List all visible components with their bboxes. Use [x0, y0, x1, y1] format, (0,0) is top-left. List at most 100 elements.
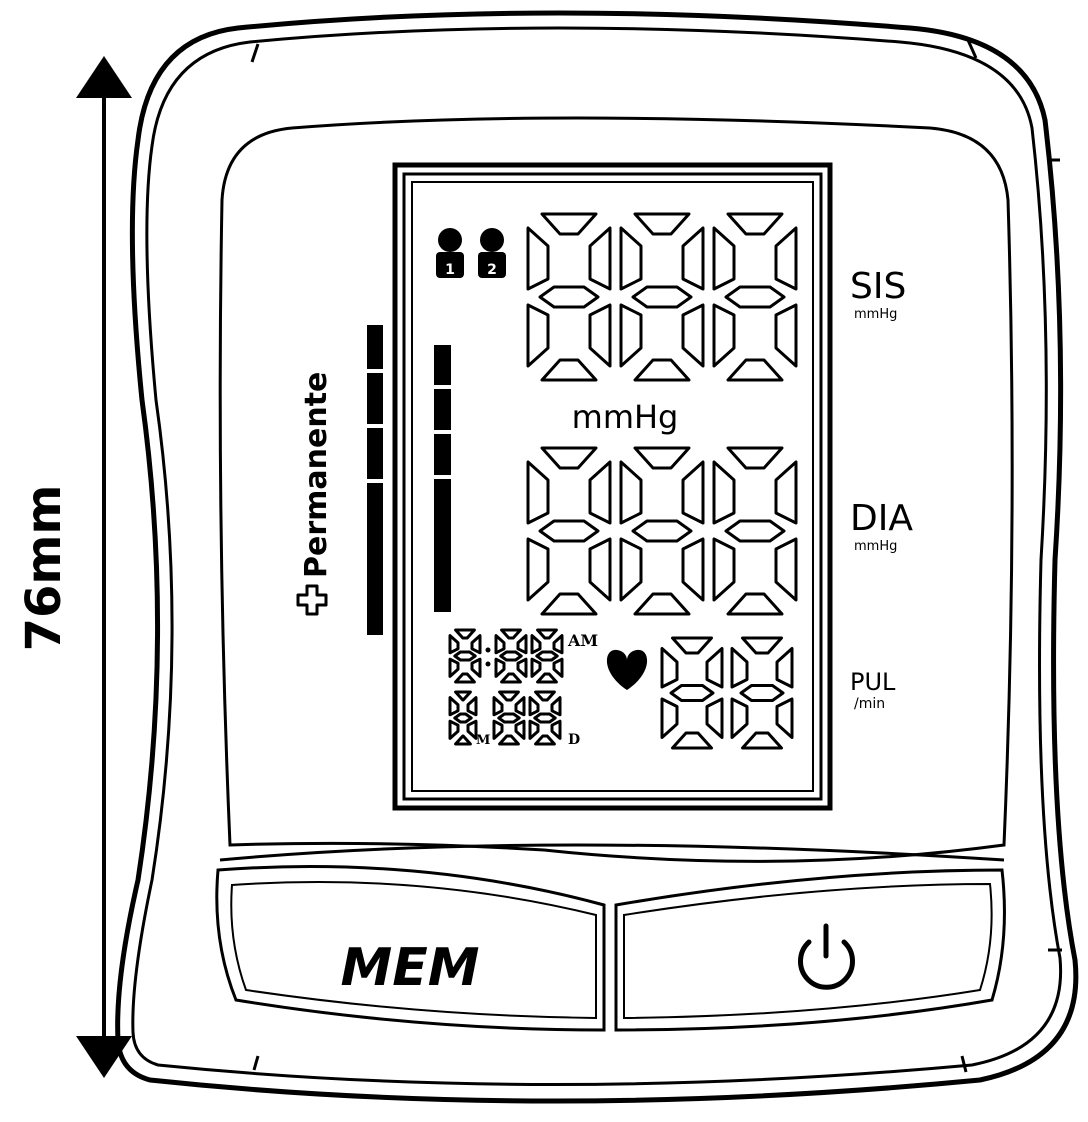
segment-c — [774, 537, 798, 602]
time-suffix: AM — [567, 631, 598, 650]
date-readout: M D — [448, 690, 580, 748]
lcd-bargraph — [434, 345, 451, 612]
dia-unit: mmHg — [854, 539, 897, 554]
segment-e — [712, 303, 736, 368]
seven-segment-digit — [712, 446, 798, 616]
segment-g — [497, 712, 521, 724]
seven-segment-digit — [526, 446, 612, 616]
segment-g — [453, 712, 473, 724]
segment-c — [550, 719, 562, 740]
segment-e — [492, 719, 504, 740]
segment-d — [454, 734, 472, 746]
segment-e — [619, 537, 643, 602]
pul-label: PUL — [850, 668, 896, 696]
segment-a — [633, 212, 691, 236]
dimension-indicator: 76mm — [16, 56, 132, 1078]
outer-bargraph — [367, 325, 383, 635]
user-icon — [478, 228, 506, 278]
systolic-readout — [526, 212, 798, 382]
segment-c — [775, 697, 794, 739]
mem-button[interactable]: MEM — [240, 890, 590, 1010]
segment-a — [540, 212, 598, 236]
segment-e — [730, 697, 749, 739]
segment-g — [538, 285, 600, 309]
segment-a — [540, 446, 598, 470]
segment-g — [724, 519, 786, 543]
segment-f — [660, 647, 679, 689]
segment-d — [454, 672, 476, 684]
time-colon-dot — [485, 661, 491, 667]
seven-segment-digit — [730, 636, 794, 750]
brand-logo: Permanente — [296, 372, 334, 616]
segment-a — [633, 446, 691, 470]
seven-segment-digit — [492, 690, 526, 746]
segment-f — [730, 647, 749, 689]
device-body — [115, 10, 1079, 1104]
segment-g — [453, 650, 477, 662]
segment-a — [454, 690, 472, 702]
time-minutes — [494, 628, 564, 684]
center-unit-label: mmHg — [572, 398, 679, 436]
segment-c — [470, 657, 482, 678]
segment-f — [494, 634, 506, 655]
segment-a — [536, 628, 558, 640]
dia-label-group: DIA mmHg — [850, 498, 913, 554]
sis-unit: mmHg — [854, 307, 897, 322]
segment-a — [498, 690, 520, 702]
time-readout: AM — [448, 628, 598, 684]
power-button[interactable] — [630, 890, 980, 1010]
segment-e — [494, 657, 506, 678]
time-colon-dot — [485, 647, 491, 653]
segment-g — [631, 285, 693, 309]
segment-a — [671, 636, 713, 655]
time-hour — [448, 628, 482, 684]
segment-b — [550, 696, 562, 717]
brand-name: Permanente — [299, 372, 334, 578]
seven-segment-digit — [448, 690, 478, 746]
segment-b — [466, 696, 478, 717]
segment-e — [712, 537, 736, 602]
segment-d — [741, 731, 783, 750]
segment-d — [726, 358, 784, 382]
segment-f — [712, 226, 736, 291]
seven-segment-digit — [619, 446, 705, 616]
segment-a — [741, 636, 783, 655]
seven-segment-digit — [526, 212, 612, 382]
segment-d — [726, 592, 784, 616]
segment-e — [526, 303, 550, 368]
segment-g — [535, 650, 559, 662]
segment-d — [500, 672, 522, 684]
segment-c — [514, 719, 526, 740]
segment-a — [726, 212, 784, 236]
seven-segment-digit — [712, 212, 798, 382]
segment-d — [498, 734, 520, 746]
seven-segment-digit — [494, 628, 528, 684]
segment-b — [516, 634, 528, 655]
date-month — [448, 690, 478, 746]
segment-a — [726, 446, 784, 470]
segment-c — [588, 537, 612, 602]
segment-g — [724, 285, 786, 309]
diastolic-readout — [526, 446, 798, 616]
segment-g — [669, 684, 715, 702]
segment-c — [552, 657, 564, 678]
mem-button-label: MEM — [340, 938, 479, 998]
segment-f — [492, 696, 504, 717]
segment-d — [633, 358, 691, 382]
segment-e — [526, 537, 550, 602]
segment-d — [633, 592, 691, 616]
seven-segment-digit — [530, 628, 564, 684]
segment-b — [681, 460, 705, 525]
user-1-indicator: 1 — [436, 228, 464, 278]
segment-f — [448, 634, 460, 655]
dia-label: DIA — [850, 498, 913, 539]
segment-d — [536, 672, 558, 684]
seven-segment-digit — [619, 212, 705, 382]
segment-e — [660, 697, 679, 739]
date-month-suffix: M — [476, 733, 490, 748]
pul-label-group: PUL /min — [850, 668, 896, 712]
medical-cross-icon — [296, 584, 328, 616]
segment-g — [631, 519, 693, 543]
